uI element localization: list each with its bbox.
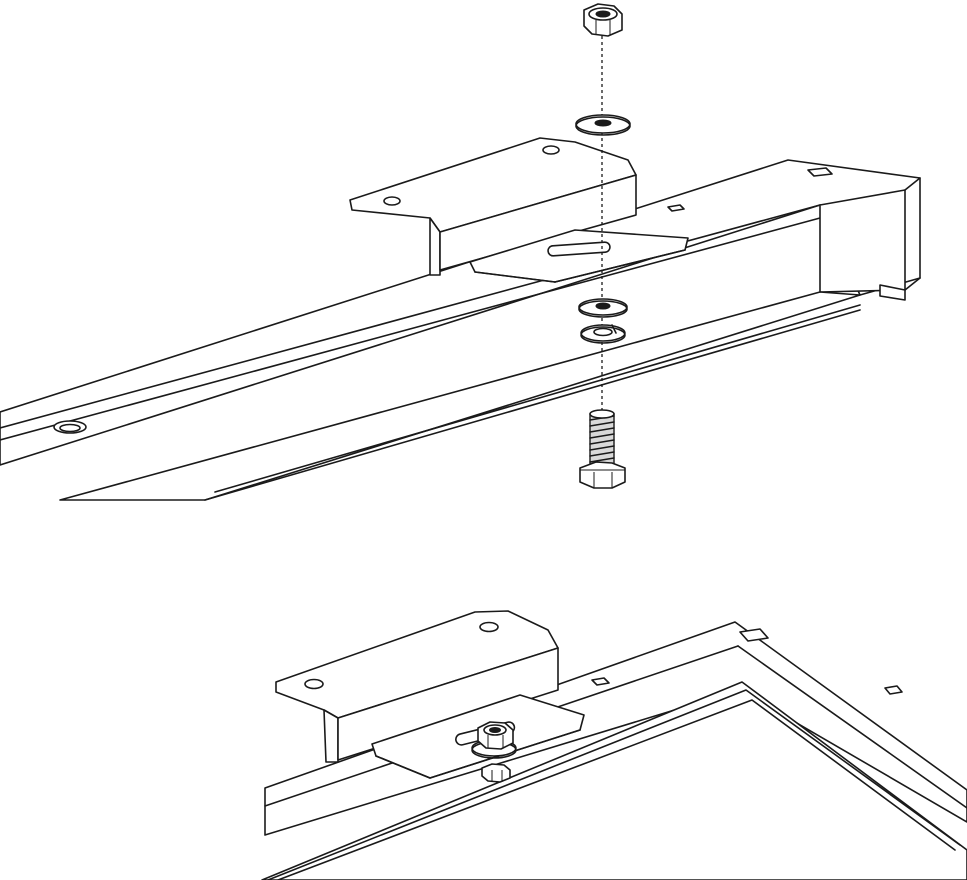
- frame-slot: [739, 628, 769, 642]
- bracket-assembled: [275, 610, 585, 779]
- slot: [547, 241, 611, 257]
- exploded-view: [0, 3, 921, 501]
- nut-assembled: [471, 721, 517, 783]
- hex-nut: [583, 3, 623, 37]
- frame-slot: [884, 685, 903, 695]
- bracket-hole: [383, 196, 401, 206]
- bracket-hole: [542, 145, 560, 155]
- assembled-view: [261, 610, 967, 880]
- rail-slot: [807, 167, 833, 177]
- frame-slot: [591, 677, 610, 686]
- flat-washer-upper: [575, 114, 631, 136]
- rail-slot: [667, 204, 685, 212]
- bracket-hole: [304, 678, 324, 690]
- flat-washer-lower: [578, 298, 628, 318]
- lock-washer: [580, 324, 626, 344]
- rail: [0, 159, 921, 501]
- bracket-hole: [479, 621, 499, 633]
- bracket: [349, 137, 689, 283]
- frame-corner: [261, 621, 967, 880]
- bolt: [579, 409, 626, 489]
